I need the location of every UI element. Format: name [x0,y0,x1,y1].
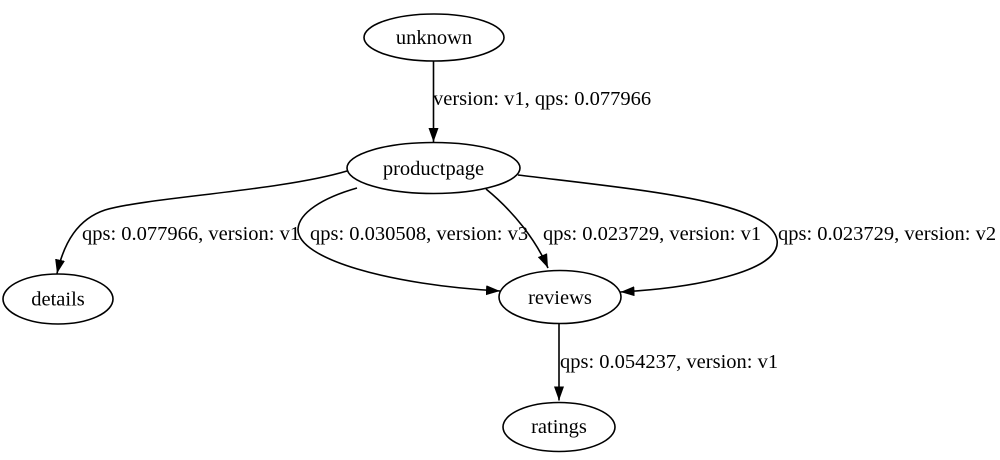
edge-label: qps: 0.023729, version: v2 [778,223,996,245]
edge-path [55,170,348,274]
edge-label: qps: 0.023729, version: v1 [543,223,761,245]
edge-unknown-productpage: version: v1, qps: 0.077966 [428,61,651,142]
node-label: ratings [531,416,587,438]
node-ellipse [502,401,616,453]
node-ellipse [346,141,521,195]
node-label: reviews [528,287,592,309]
edge-path [517,174,778,297]
node-ellipse [363,13,505,62]
node-ratings: ratings [502,401,616,453]
node-details: details [2,273,114,325]
node-ellipse [498,269,622,325]
node-productpage: productpage [346,141,521,195]
node-reviews: reviews [498,269,622,325]
edge-productpage-reviews-v1: qps: 0.023729, version: v1 [485,188,761,269]
node-ellipse [2,273,114,325]
node-label: productpage [383,158,484,180]
node-label: details [31,289,85,311]
edge-productpage-reviews-v2: qps: 0.023729, version: v2 [517,174,996,297]
edge-productpage-reviews-v3: qps: 0.030508, version: v3 [297,187,528,296]
node-unknown: unknown [363,13,505,62]
edge-path [485,188,549,269]
edge-productpage-details: qps: 0.077966, version: v1 [55,170,348,274]
node-label: unknown [396,27,472,49]
edge-label: qps: 0.077966, version: v1 [82,223,300,245]
edge-label: qps: 0.030508, version: v3 [310,223,528,245]
edge-reviews-ratings: qps: 0.054237, version: v1 [554,323,778,401]
edge-path [297,187,501,296]
edge-label: qps: 0.054237, version: v1 [560,351,778,373]
edge-label: version: v1, qps: 0.077966 [433,88,651,110]
